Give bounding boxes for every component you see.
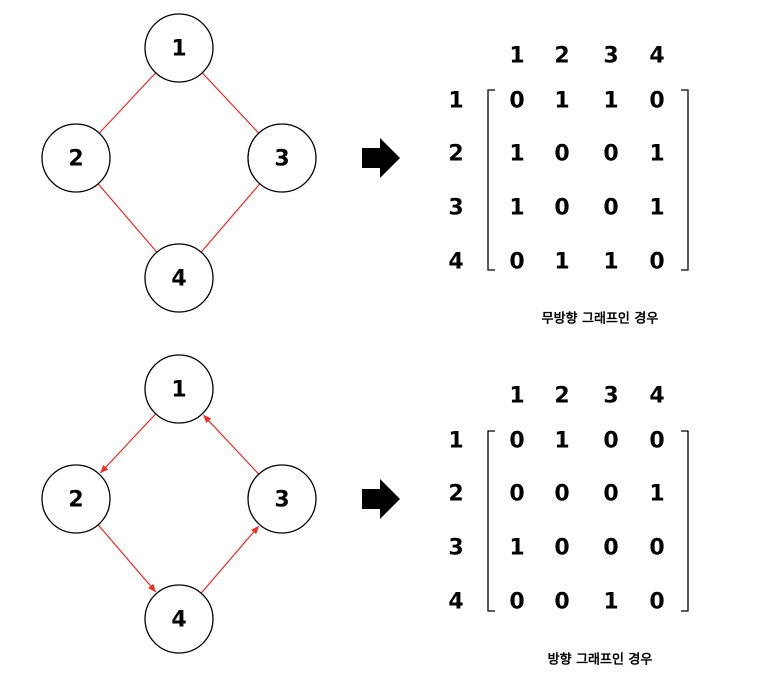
graph-node-1: 1 (144, 354, 214, 424)
matrix-cell: 0 (509, 429, 524, 454)
node-circle (144, 243, 214, 313)
matrix-cell: 1 (649, 142, 664, 167)
matrix-right-bracket (681, 430, 689, 612)
section-caption: 방향 그래프인 경우 (548, 652, 653, 668)
matrix-cell: 0 (603, 196, 618, 221)
graph-node-2: 2 (41, 464, 111, 534)
node-circle (247, 123, 317, 193)
matrix-cell: 1 (509, 536, 524, 561)
matrix-col-header: 2 (554, 384, 569, 409)
matrix-row-header: 2 (448, 482, 463, 507)
matrix-cell: 1 (649, 482, 664, 507)
matrix-left-bracket (487, 430, 495, 612)
node-label: 3 (274, 147, 289, 172)
matrix-row-header: 3 (448, 196, 463, 221)
matrix-cell: 0 (649, 590, 664, 615)
matrix-cell: 1 (554, 250, 569, 275)
matrix-left-bracket (487, 89, 495, 271)
matrix-cell: 0 (603, 482, 618, 507)
node-circle (41, 123, 111, 193)
matrix-cell: 0 (509, 250, 524, 275)
matrix-right-bracket (681, 89, 689, 271)
graph-node-3: 3 (247, 123, 317, 193)
node-label: 1 (171, 37, 186, 62)
node-circle (144, 13, 214, 83)
matrix-col-header: 4 (649, 384, 664, 409)
matrix-cell: 1 (554, 429, 569, 454)
right-arrow-icon (362, 138, 400, 178)
edge-2-4 (97, 183, 158, 253)
matrix-cell: 1 (509, 142, 524, 167)
node-label: 2 (68, 488, 83, 513)
matrix-cell: 0 (554, 196, 569, 221)
node-label: 2 (68, 147, 83, 172)
edge-1-2 (100, 413, 157, 474)
section-undirected: 1 2 3 4 1 2 3 4 1 2 3 4 0 1 1 0 1 0 0 1 1 0 0 1 0 1 1 0 무방향 그래프인 경우 (41, 13, 689, 327)
edge-3-4 (200, 183, 261, 253)
matrix-cell: 1 (509, 196, 524, 221)
matrix-col-header: 3 (603, 384, 618, 409)
matrix-col-header: 1 (509, 44, 524, 69)
matrix-col-header: 1 (509, 384, 524, 409)
matrix-row-header: 4 (448, 250, 463, 275)
matrix-row-header: 1 (448, 89, 463, 114)
graph-node-2: 2 (41, 123, 111, 193)
node-label: 3 (274, 488, 289, 513)
edge-3-1 (203, 414, 260, 475)
matrix-row-header: 3 (448, 536, 463, 561)
node-circle (144, 584, 214, 654)
graph-node-3: 3 (247, 464, 317, 534)
matrix-cell: 1 (603, 89, 618, 114)
matrix-cell: 0 (603, 142, 618, 167)
matrix-cell: 0 (649, 250, 664, 275)
matrix-cell-highlighted: 0 (509, 482, 524, 507)
graph-node-4: 4 (144, 243, 214, 313)
matrix-row-header: 1 (448, 429, 463, 454)
edge-1-3 (201, 72, 260, 134)
section-directed: 1 2 3 4 1 2 3 4 1 2 3 4 0 1 0 0 0 0 0 1 1 0 0 0 0 0 1 0 방향 그래프인 경우 (41, 354, 689, 668)
edge-2-4 (97, 524, 157, 593)
matrix-cell: 0 (509, 89, 524, 114)
graph-node-4: 4 (144, 584, 214, 654)
matrix-col-header: 3 (603, 44, 618, 69)
matrix-cell-highlighted: 0 (554, 590, 569, 615)
matrix-cell: 0 (554, 142, 569, 167)
node-label: 1 (171, 378, 186, 403)
matrix-cell: 0 (509, 590, 524, 615)
section-caption: 무방향 그래프인 경우 (542, 311, 659, 327)
edge-1-2 (98, 72, 157, 134)
matrix-cell: 0 (649, 89, 664, 114)
edge-4-3 (200, 525, 260, 594)
matrix-cell-highlighted: 0 (649, 536, 664, 561)
matrix-cell: 1 (603, 590, 618, 615)
node-label: 4 (171, 267, 186, 292)
node-circle (247, 464, 317, 534)
node-circle (144, 354, 214, 424)
matrix-cell-highlighted: 0 (603, 429, 618, 454)
graph-node-1: 1 (144, 13, 214, 83)
node-circle (41, 464, 111, 534)
matrix-cell: 1 (649, 196, 664, 221)
matrix-cell: 0 (554, 536, 569, 561)
matrix-cell: 0 (554, 482, 569, 507)
matrix-cell: 1 (603, 250, 618, 275)
matrix-cell: 0 (649, 429, 664, 454)
node-label: 4 (171, 608, 186, 633)
matrix-cell: 1 (554, 89, 569, 114)
matrix-col-header: 2 (554, 44, 569, 69)
matrix-row-header: 2 (448, 142, 463, 167)
right-arrow-icon (362, 479, 400, 519)
matrix-row-header: 4 (448, 590, 463, 615)
matrix-col-header: 4 (649, 44, 664, 69)
matrix-cell: 0 (603, 536, 618, 561)
